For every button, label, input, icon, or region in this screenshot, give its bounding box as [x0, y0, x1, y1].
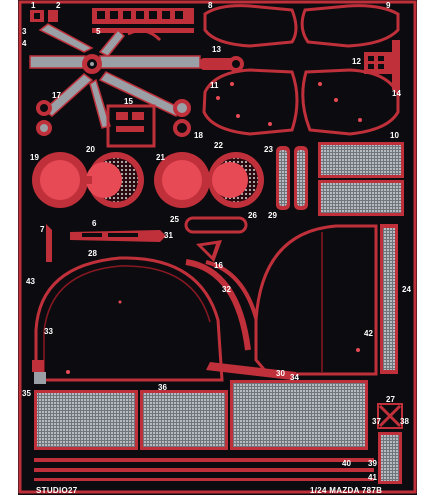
part-number-9: 9: [386, 1, 391, 10]
part-25-26: [184, 216, 248, 262]
part-12-top: [364, 40, 400, 90]
part-number-40: 40: [342, 459, 351, 468]
part-number-43: 43: [26, 277, 35, 286]
fret-frame: [18, 0, 417, 494]
rod-parts-39-41: [34, 458, 374, 481]
part-number-34: 34: [290, 373, 299, 382]
part-number-17: 17: [52, 91, 61, 100]
part-13: [200, 56, 244, 72]
part-number-14: 14: [392, 89, 401, 98]
part-1-2: [30, 10, 58, 22]
part-number-27: 27: [386, 395, 395, 404]
part-number-8: 8: [208, 1, 213, 10]
part-number-13: 13: [212, 45, 221, 54]
part-number-6: 6: [92, 219, 97, 228]
part-number-19: 19: [30, 153, 39, 162]
part-number-35: 35: [22, 389, 31, 398]
part-number-31: 31: [164, 231, 173, 240]
part-number-7: 7: [40, 225, 45, 234]
part-number-39: 39: [368, 459, 377, 468]
part-number-11: 11: [210, 81, 219, 90]
part-number-23: 23: [264, 145, 273, 154]
part-7: [46, 224, 52, 262]
part-number-16: 16: [214, 261, 223, 270]
part-18: [173, 99, 191, 137]
part-number-22: 22: [214, 141, 223, 150]
window-part-11: [202, 68, 299, 136]
part-17: [36, 100, 52, 136]
part-number-24: 24: [402, 285, 411, 294]
part-number-36: 36: [158, 383, 167, 392]
part-30-34: [206, 362, 296, 380]
harness-part: [29, 23, 201, 129]
part-5-comb: [92, 8, 194, 33]
part-number-5: 5: [96, 27, 101, 36]
part-number-2: 2: [56, 1, 61, 10]
part-number-37: 37: [372, 417, 381, 426]
gauge-part-19-20: [32, 152, 144, 208]
part-number-41: 41: [368, 473, 377, 482]
brand-label: STUDIO27: [36, 486, 78, 495]
part-37-38: [377, 403, 403, 484]
part-number-10: 10: [390, 131, 399, 140]
part-number-42: 42: [364, 329, 373, 338]
part-number-25: 25: [170, 215, 179, 224]
model-scale-label: 1/24 MAZDA 787B: [310, 486, 382, 495]
gauge-part-21-22: [154, 152, 264, 208]
part-number-28: 28: [88, 249, 97, 258]
part-number-20: 20: [86, 145, 95, 154]
part-number-15: 15: [124, 97, 133, 106]
part-number-3: 3: [22, 27, 27, 36]
part-number-29: 29: [268, 211, 277, 220]
part-number-21: 21: [156, 153, 165, 162]
part-6: [70, 230, 166, 242]
part-number-26: 26: [248, 211, 257, 220]
part-number-32: 32: [222, 285, 231, 294]
window-part-14: [301, 68, 400, 136]
vent-part-23: [276, 146, 308, 210]
part-number-1: 1: [31, 1, 36, 10]
panel-part-33: [34, 256, 224, 382]
part-number-12: 12: [352, 57, 361, 66]
panel-part-24-42: [254, 224, 398, 376]
part-12-left: [32, 360, 46, 384]
mesh-part-36: [34, 380, 368, 450]
part-number-4: 4: [22, 39, 27, 48]
part-number-30: 30: [276, 369, 285, 378]
part-number-38: 38: [400, 417, 409, 426]
mesh-panel-right: [318, 142, 404, 216]
part-number-18: 18: [194, 131, 203, 140]
window-part-8: [203, 4, 298, 48]
window-part-9: [300, 4, 400, 48]
part-15: [106, 104, 156, 148]
part-number-33: 33: [44, 327, 53, 336]
